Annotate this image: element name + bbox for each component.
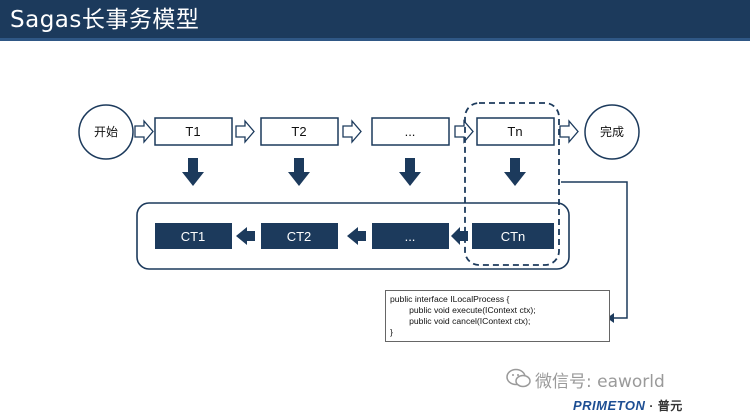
- compensation-label: CT1: [181, 229, 206, 244]
- logo-brand: PRIMETON: [573, 398, 646, 413]
- code-connector: [561, 181, 628, 323]
- down-arrow: [182, 158, 204, 186]
- transaction-box-tn: Tn: [476, 117, 555, 146]
- backward-arrows: [236, 227, 468, 245]
- compensation-label: CTn: [501, 229, 526, 244]
- down-arrows: [182, 158, 526, 186]
- compensation-label: CT2: [287, 229, 312, 244]
- forward-arrows: [134, 119, 579, 144]
- forward-arrow: [134, 119, 154, 144]
- logo-suffix: · 普元: [649, 399, 683, 413]
- transaction-label: ...: [405, 124, 416, 139]
- code-line: public interface ILocalProcess {: [390, 294, 510, 304]
- wechat-icon: [506, 368, 531, 388]
- interface-code-box: public interface ILocalProcess { public …: [385, 290, 610, 342]
- transaction-label: T1: [185, 124, 200, 139]
- compensation-box-ct1: CT1: [155, 223, 232, 249]
- end-label: 完成: [600, 124, 624, 139]
- down-arrow: [288, 158, 310, 186]
- code-line: public void cancel(IContext ctx);: [390, 316, 531, 326]
- compensation-box-ellipsis: ...: [372, 223, 449, 249]
- compensation-box-ct2: CT2: [261, 223, 338, 249]
- backward-arrow: [451, 227, 468, 245]
- forward-arrow: [454, 119, 474, 144]
- forward-arrow: [342, 119, 362, 144]
- transaction-box-t2: T2: [260, 117, 339, 146]
- compensation-box-ctn: CTn: [472, 223, 554, 249]
- start-node: 开始: [78, 104, 134, 160]
- slide-title: Sagas长事务模型: [10, 7, 200, 33]
- compensation-container: [136, 202, 570, 270]
- down-arrow: [399, 158, 421, 186]
- down-arrow: [504, 158, 526, 186]
- backward-arrow: [347, 227, 366, 245]
- transaction-box-t1: T1: [154, 117, 233, 146]
- watermark-text: 微信号: eaworld: [535, 372, 665, 392]
- primeton-logo: PRIMETON· 普元: [573, 397, 683, 414]
- title-stripe: [0, 38, 750, 41]
- backward-arrow: [236, 227, 255, 245]
- transaction-label: T2: [291, 124, 306, 139]
- start-label: 开始: [94, 125, 118, 139]
- code-line: }: [390, 327, 393, 337]
- forward-arrow: [559, 119, 579, 144]
- title-bar: Sagas长事务模型: [0, 0, 750, 41]
- transaction-label: Tn: [507, 124, 522, 139]
- forward-arrow: [235, 119, 255, 144]
- transaction-box-ellipsis: ...: [371, 117, 450, 146]
- end-node: 完成: [584, 104, 640, 160]
- tn-ctn-highlight: [464, 102, 560, 266]
- compensation-label: ...: [405, 229, 416, 244]
- code-line: public void execute(IContext ctx);: [390, 305, 536, 315]
